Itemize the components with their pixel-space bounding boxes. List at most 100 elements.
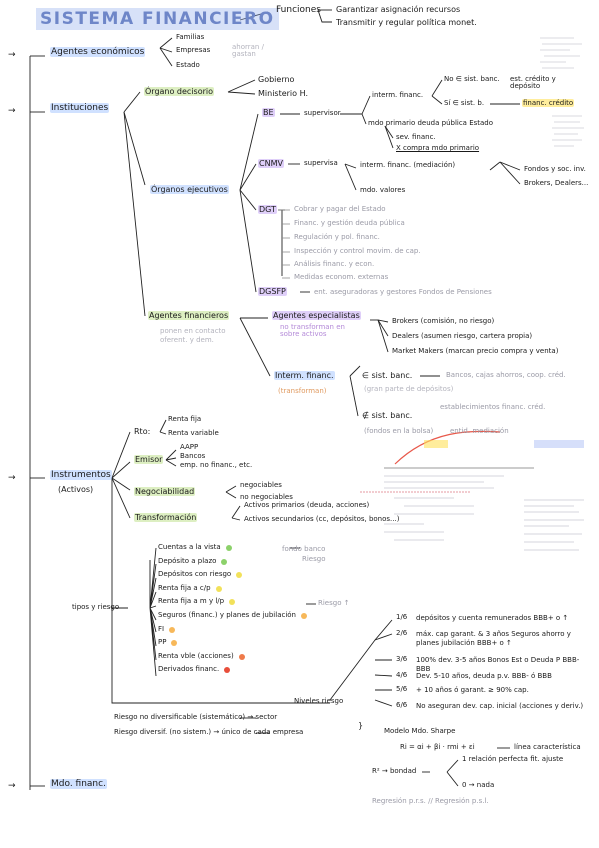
brace-icon: }: [358, 721, 364, 730]
be-no-sist: No ∈ sist. banc.: [444, 75, 500, 83]
nivel-riesgo-text: No aseguran dev. cap. inicial (acciones …: [416, 702, 584, 710]
agente-estado: Estado: [176, 61, 200, 69]
emisor-item: AAPP: [180, 443, 199, 451]
funciones-label: Funciones: [276, 5, 321, 15]
risk-dot-icon: [216, 585, 222, 592]
nada-label: 0 → nada: [462, 781, 495, 789]
interm-si-banc-sub: (gran parte de depósitos): [364, 385, 454, 393]
cnmv-supervisa: supervisa: [304, 159, 338, 167]
cnmv-label: CNMV: [258, 159, 284, 168]
margin-notes-scribble: [538, 34, 588, 74]
especialistas-note: no transforman en sobre activos: [280, 323, 345, 338]
interm-si-banc: ∈ sist. banc.: [362, 371, 413, 380]
especialista-market-makers: Market Makers (marcan precio compra y ve…: [392, 347, 559, 355]
tipo-activo-item: Depósitos con riesgo: [158, 570, 232, 579]
be-financ-credito: financ. crédito: [522, 99, 575, 107]
tipo-activo-item: Cuentas a la vista: [158, 543, 221, 551]
dgsfp-text: ent. aseguradoras y gestores Fondos de P…: [314, 288, 492, 296]
instrumentos-sub: (Activos): [58, 485, 94, 494]
risk-dot-icon: [171, 640, 177, 647]
riesgo-note: Riesgo: [302, 555, 326, 563]
dgt-item: Regulación y pol. financ.: [294, 233, 380, 241]
tipo-activo-item: Derivados financ.: [158, 665, 220, 674]
riesgo-up-note: Riesgo ↑: [318, 599, 350, 607]
tipos-riesgo-label: tipos y riesgo: [72, 603, 120, 611]
nivel-riesgo-key: 6/6: [396, 701, 408, 709]
margin-notes-scribble: [550, 112, 590, 152]
organo-decisorio-label: Órgano decisorio: [144, 87, 215, 96]
modelo-sharpe: Modelo Mdo. Sharpe: [384, 727, 456, 735]
page-title: SISTEMA FINANCIERO: [36, 8, 279, 30]
interm-no-banc-item: establecimientos financ. créd.: [440, 403, 546, 411]
agente-empresas: Empresas: [176, 46, 211, 54]
tipo-activo-item: PP: [158, 638, 167, 647]
sketch-notes-scribble: [384, 440, 596, 580]
interm-financ-label: Interm. financ.: [274, 371, 335, 380]
risk-dot-icon: [221, 558, 227, 565]
nivel-riesgo-key: 2/6: [396, 629, 408, 637]
dgt-item: Financ. y gestión deuda pública: [294, 219, 405, 227]
especialista-brokers: Brokers (comisión, no riesgo): [392, 317, 495, 325]
risk-dot-icon: [226, 545, 232, 551]
be-supervisor: supervisor: [304, 109, 341, 117]
negociabilidad-item: negociables: [240, 481, 282, 489]
dgsfp-label: DGSFP: [258, 287, 287, 296]
interm-no-banc-item: entid. mediación: [450, 427, 509, 435]
risk-dot-icon: [224, 667, 230, 674]
cnmv-interm: interm. financ. (mediación): [360, 161, 456, 169]
nivel-riesgo-text: máx. cap garant. & 3 años Seguros ahorro…: [416, 630, 571, 647]
risk-dot-icon: [239, 653, 245, 660]
tipo-activo-item: Seguros (financ.) y planes de jubilación: [158, 611, 296, 619]
linea-caracteristica: línea característica: [514, 743, 581, 751]
nivel-riesgo-text: + 10 años ó garant. ≥ 90% cap.: [416, 686, 529, 694]
agentes-financieros-label: Agentes financieros: [148, 311, 230, 320]
risk-dot-icon: [229, 599, 235, 606]
transformacion-item: Activos primarios (deuda, acciones): [244, 501, 370, 509]
nivel-riesgo-text: depósitos y cuenta remunerados BBB+ o ↑: [416, 614, 569, 622]
interm-no-banc-note: (fondos en la bolsa): [364, 427, 434, 435]
be-est-credito: est. crédito y depósito: [510, 75, 556, 90]
rto-item: Renta variable: [168, 429, 219, 437]
agentes-economicos-label: Agentes económicos: [50, 47, 146, 57]
nivel-riesgo-key: 3/6: [396, 655, 408, 663]
negociabilidad-item: no negociables: [240, 493, 293, 501]
tipo-activo-item: FI: [158, 624, 165, 633]
nivel-riesgo-text: 100% dev. 3-5 años Bonos Est o Deuda P B…: [416, 656, 580, 673]
fondo-banco-note: fondo banco: [282, 545, 326, 553]
dgt-label: DGT: [258, 205, 277, 214]
rto-label: Rto:: [134, 427, 151, 436]
decisorio-ministerio: Ministerio H.: [258, 89, 309, 98]
especialista-dealers: Dealers (asumen riesgo, cartera propia): [392, 332, 533, 340]
interm-no-banc: ∉ sist. banc.: [362, 411, 413, 420]
cnmv-mdo-valores: mdo. valores: [360, 186, 406, 194]
especialistas-label: Agentes especialistas: [272, 311, 361, 320]
riesgo-diversificable: Riesgo diversif. (no sistem.) → único de…: [114, 728, 304, 736]
instituciones-label: Instituciones: [50, 103, 110, 113]
nivel-riesgo-key: 1/6: [396, 613, 408, 621]
arrow-icon: →: [8, 781, 16, 791]
risk-dot-icon: [169, 626, 175, 633]
cnmv-fondos: Fondos y soc. inv.: [524, 165, 586, 173]
regresion-note: Regresión p.r.s. // Regresión p.s.l.: [372, 797, 489, 805]
bondad-label: R² → bondad: [372, 767, 417, 775]
risk-dot-icon: [236, 572, 242, 579]
dgt-item: Inspección y control movim. de cap.: [294, 247, 421, 255]
niveles-riesgo-label: Niveles riesgo: [294, 697, 344, 705]
be-mdo-primario: mdo primario deuda pública Estado: [368, 119, 494, 127]
agentes-economicos-note: ahorran / gastan: [232, 43, 264, 58]
risk-dot-icon: [301, 613, 307, 619]
be-label: BE: [262, 108, 275, 117]
be-intern: interm. financ.: [372, 91, 424, 99]
funciones-item-2: Transmitir y regular política monet.: [336, 18, 477, 27]
decisorio-gobierno: Gobierno: [258, 75, 295, 84]
emisor-item: Bancos: [180, 452, 206, 460]
be-x-compra: X compra mdo primario: [396, 144, 480, 152]
arrow-icon: →: [8, 106, 16, 116]
be-sev-financ: sev. financ.: [396, 133, 436, 141]
mdo-financ-label: Mdo. financ.: [50, 779, 107, 789]
agente-familias: Familias: [176, 33, 205, 41]
agentes-financieros-note: ponen en contacto oferent. y dem.: [160, 327, 226, 345]
transformacion-label: Transformación: [134, 513, 198, 522]
nivel-riesgo-key: 4/6: [396, 671, 408, 679]
